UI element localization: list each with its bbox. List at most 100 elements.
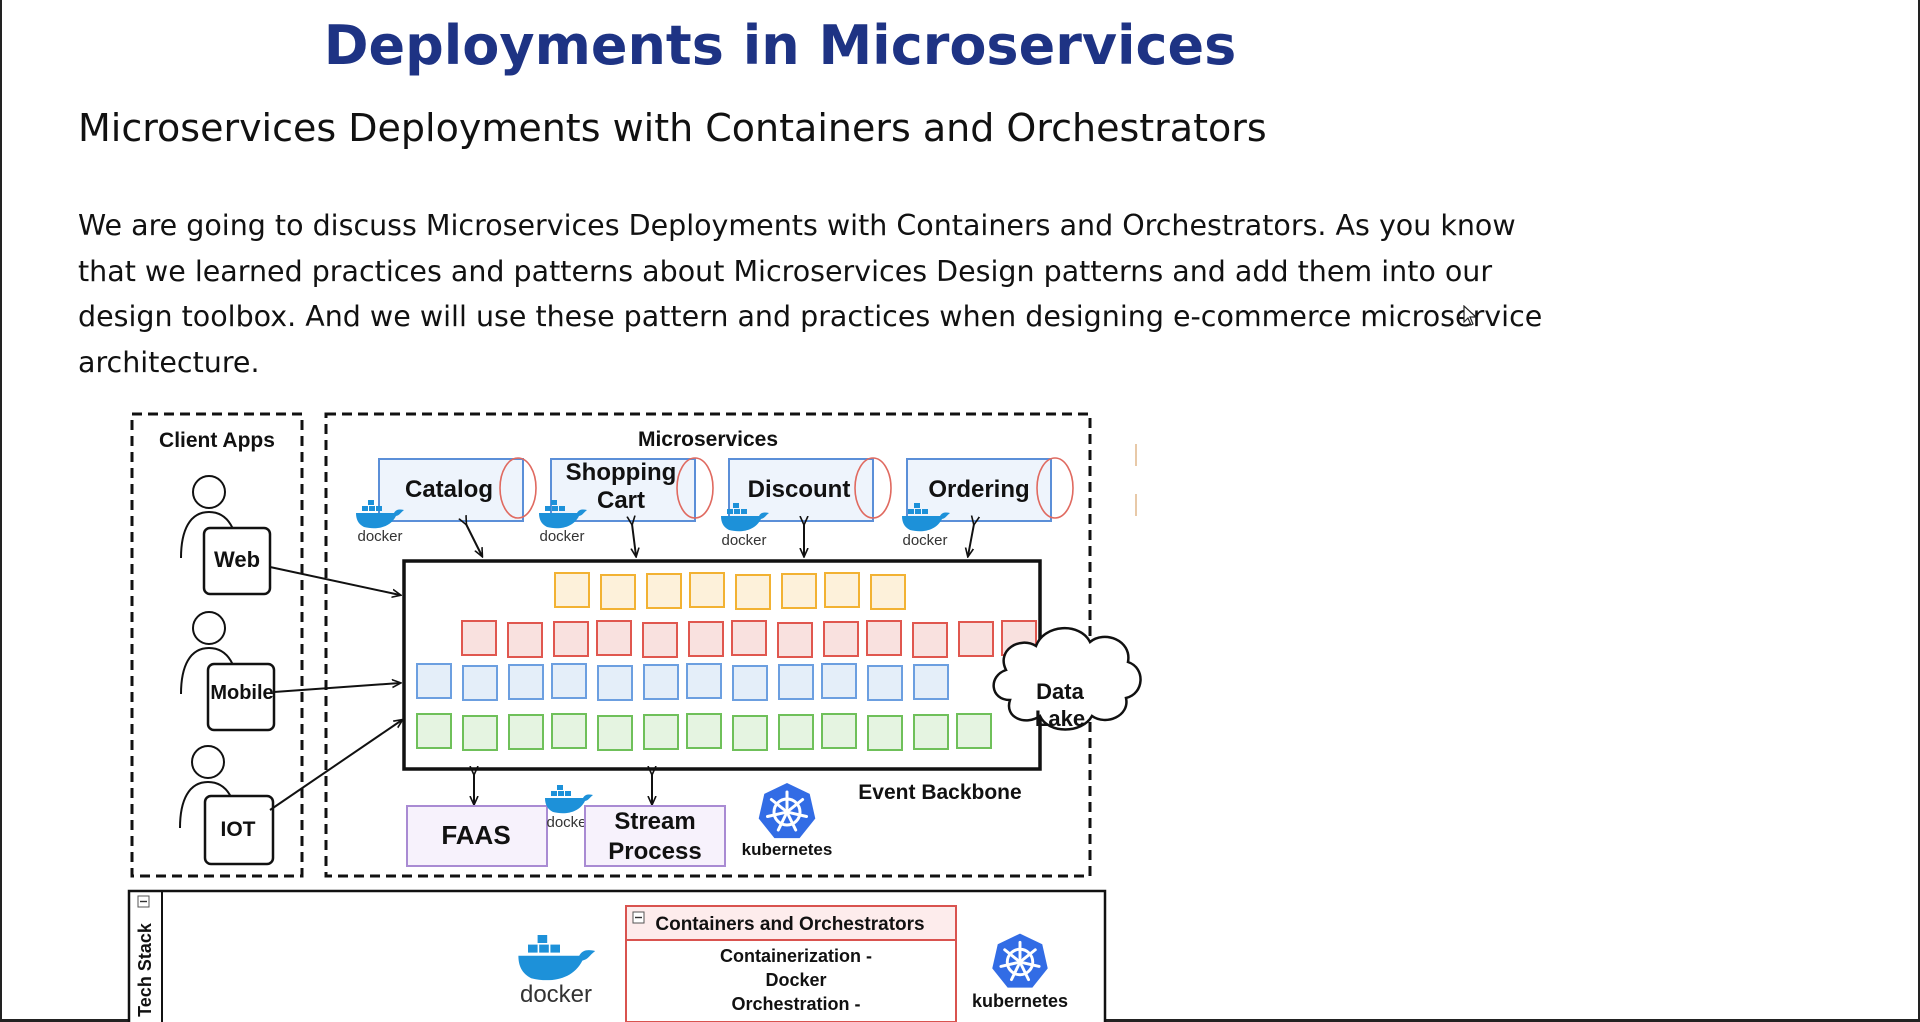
backbone-square — [597, 715, 633, 751]
docker-logo-shopping-cart: docker — [539, 500, 587, 545]
backbone-square — [551, 713, 587, 749]
tech-stack-kubernetes: kubernetes — [972, 932, 1068, 1011]
backbone-square — [642, 622, 678, 658]
containers-orchestrators: Containers and Orchestrators Containeriz… — [625, 905, 957, 1022]
service-label-catalog: Catalog — [405, 476, 493, 503]
backbone-square — [912, 622, 948, 658]
slide-left-border — [0, 0, 2, 1022]
docker-label: docker — [721, 532, 766, 549]
user-head-icon — [192, 611, 226, 645]
slide-title: Deployments in Microservices — [323, 14, 1237, 77]
backbone-square — [643, 664, 679, 700]
docker-label: docker — [546, 814, 591, 831]
slide-right-border — [1918, 0, 1920, 1022]
client-device-box — [202, 526, 272, 596]
arrow-ordering-backbone — [968, 524, 974, 556]
tech-stack-docker: docker — [518, 935, 596, 1008]
backbone-square — [731, 620, 767, 656]
containers-line1: Containerization - — [720, 946, 872, 966]
backbone-square — [913, 664, 949, 700]
backbone-square — [646, 573, 682, 609]
backbone-square — [553, 621, 589, 657]
docker-label: docker — [902, 532, 947, 549]
docker-logo-ordering: docker — [902, 503, 950, 549]
arrow-cart-backbone — [632, 524, 636, 556]
backbone-square — [867, 715, 903, 751]
data-lake-cloud — [992, 627, 1142, 731]
backbone-square — [462, 715, 498, 751]
backbone-square — [461, 620, 497, 656]
backbone-square — [643, 714, 679, 750]
backbone-square — [821, 663, 857, 699]
faas: FAAS — [406, 805, 548, 867]
service-label-shopping: Shopping — [566, 459, 677, 486]
service-catalog: Catalog — [378, 457, 537, 522]
backbone-square — [732, 665, 768, 701]
user-head-icon — [192, 475, 226, 509]
docker-label: docker — [539, 528, 584, 545]
client-label-iot: IOT — [221, 818, 256, 841]
data-lake-line2: Lake — [1035, 706, 1085, 731]
containers-title: Containers and Orchestrators — [655, 914, 924, 935]
backbone-square — [686, 713, 722, 749]
backbone-square — [596, 620, 632, 656]
backbone-square — [462, 665, 498, 701]
containers-header — [625, 905, 957, 941]
backbone-square — [821, 713, 857, 749]
service-box — [906, 458, 1052, 522]
kubernetes-label: kubernetes — [742, 840, 833, 859]
faas-label: FAAS — [441, 820, 510, 850]
backbone-square — [735, 574, 771, 610]
containers-line3: Orchestration - — [731, 994, 860, 1014]
backbone-square — [689, 572, 725, 608]
data-lake-line1: Data — [1036, 679, 1084, 704]
backbone-square — [823, 621, 859, 657]
kubernetes-icon — [757, 781, 817, 840]
user-head-icon — [191, 745, 225, 779]
service-hand-drawn-circle — [1036, 457, 1074, 519]
faas-box — [406, 805, 548, 867]
backbone-square — [688, 621, 724, 657]
service-box — [728, 458, 874, 522]
service-label-cart: Cart — [597, 487, 645, 514]
client-device-box — [206, 662, 276, 732]
docker-label: docker — [357, 528, 402, 545]
service-shopping-cart: Shopping Cart — [550, 457, 714, 522]
backbone-square — [958, 621, 994, 657]
backbone-square — [777, 622, 813, 658]
client-mobile: Mobile — [180, 611, 276, 732]
backbone-square — [870, 574, 906, 610]
docker-logo-faas: docker — [545, 785, 593, 831]
service-hand-drawn-circle — [499, 457, 537, 519]
backbone-square — [867, 665, 903, 701]
service-hand-drawn-circle — [854, 457, 892, 519]
service-ordering: Ordering — [906, 457, 1074, 522]
stream-process-box — [584, 805, 726, 867]
client-apps-region — [130, 412, 304, 878]
client-web: Web — [180, 475, 272, 596]
service-label-ordering: Ordering — [928, 476, 1029, 503]
slide-paragraph: We are going to discuss Microservices De… — [78, 209, 1543, 379]
client-label-web: Web — [214, 547, 260, 572]
backbone-square — [600, 574, 636, 610]
stream-process-line2: Process — [608, 838, 701, 865]
arrow-iot-to-backbone — [269, 720, 402, 811]
client-label-mobile: Mobile — [210, 682, 273, 704]
backbone-square — [551, 663, 587, 699]
backbone-square — [597, 665, 633, 701]
client-iot: IOT — [179, 745, 275, 866]
tech-stack-kubernetes-label: kubernetes — [972, 991, 1068, 1011]
arrow-catalog-backbone — [466, 524, 482, 556]
client-device-box — [203, 794, 275, 866]
arrow-web-to-backbone — [269, 566, 400, 595]
client-apps-label: Client Apps — [159, 429, 275, 452]
kubernetes-logo: kubernetes — [742, 781, 833, 859]
docker-logo-catalog: docker — [356, 500, 404, 545]
backbone-square — [416, 713, 452, 749]
backbone-square — [781, 573, 817, 609]
stream-process-line1: Stream — [614, 808, 695, 835]
backbone-square — [508, 664, 544, 700]
backbone-square — [866, 620, 902, 656]
tech-stack-label: Tech Stack — [135, 922, 155, 1017]
